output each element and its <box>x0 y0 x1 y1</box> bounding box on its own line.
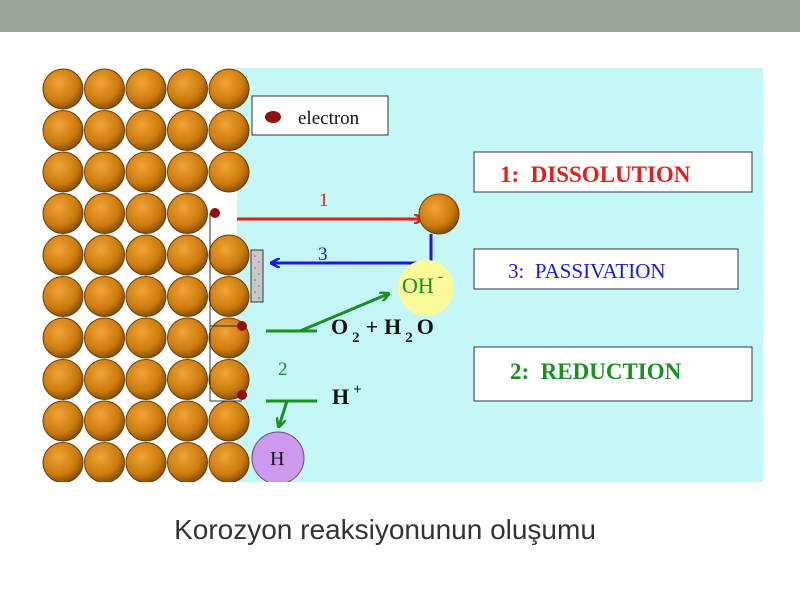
hydrogen-atom <box>251 431 305 482</box>
metal-atom <box>125 193 167 234</box>
electron-dot <box>237 321 247 331</box>
passivation-arrow-number: 3 <box>318 244 328 265</box>
metal-atom <box>125 151 167 193</box>
dissolution-label-box <box>473 151 753 193</box>
legend-electron-icon <box>265 111 281 123</box>
reduction-oxygen-arrow <box>299 294 388 333</box>
metal-atom <box>208 234 250 276</box>
metal-atom <box>42 234 84 276</box>
metal-atom <box>167 193 208 234</box>
metal-atom <box>125 276 167 317</box>
metal-atom <box>84 234 125 276</box>
metal-atom <box>208 151 250 193</box>
metal-atom <box>42 276 84 317</box>
metal-atom <box>167 317 208 359</box>
metal-atom <box>42 400 84 442</box>
metal-atom <box>84 276 125 317</box>
metal-atom <box>84 151 125 193</box>
dissolved-metal-ion <box>418 193 460 235</box>
metal-atom <box>42 193 84 234</box>
metal-atom <box>42 68 84 110</box>
metal-atom <box>125 442 167 482</box>
metal-atom <box>84 193 125 234</box>
metal-atom <box>42 359 84 400</box>
slide-caption: Korozyon reaksiyonunun oluşumu <box>174 514 596 545</box>
passivation-film-dots <box>254 255 260 299</box>
metal-atom <box>42 317 84 359</box>
metal-atom <box>167 400 208 442</box>
metal-atom <box>208 359 250 400</box>
electron-dot <box>237 390 247 400</box>
dissolution-label: 1: DISSOLUTION <box>500 162 691 187</box>
metal-lattice <box>42 68 250 482</box>
metal-atom <box>125 400 167 442</box>
metal-atom <box>167 234 208 276</box>
metal-atom <box>84 317 125 359</box>
metal-atom <box>84 110 125 151</box>
metal-atom <box>125 234 167 276</box>
metal-atom <box>167 359 208 400</box>
hydroxide-ion: OH- <box>402 268 443 298</box>
legend-electron-label: electron <box>298 108 360 129</box>
metal-atom <box>42 442 84 482</box>
metal-atom <box>167 151 208 193</box>
reduction-arrow-number: 2 <box>278 359 288 380</box>
metal-atom <box>84 359 125 400</box>
metal-atom <box>208 110 250 151</box>
dissolution-arrow-number: 1 <box>319 190 329 211</box>
metal-atom <box>84 442 125 482</box>
metal-atom <box>42 110 84 151</box>
hydrogen-atom-label: H <box>270 448 284 470</box>
metal-atom <box>42 151 84 193</box>
metal-atom <box>208 68 250 110</box>
metal-atom <box>125 68 167 110</box>
reduction-label-box <box>473 346 753 402</box>
metal-atom <box>208 442 250 482</box>
electron-dot <box>210 208 220 218</box>
reduction-proton-arrow <box>279 400 289 426</box>
metal-atom <box>125 110 167 151</box>
metal-atom <box>84 400 125 442</box>
reduction-label: 2: REDUCTION <box>510 359 682 384</box>
passivation-label: 3: PASSIVATION <box>508 259 666 283</box>
passivation-label-box <box>473 248 739 290</box>
metal-atom <box>84 68 125 110</box>
passivation-film <box>250 249 264 303</box>
metal-atom <box>125 317 167 359</box>
metal-atom <box>208 400 250 442</box>
metal-atom <box>125 359 167 400</box>
proton: H+ <box>332 382 362 409</box>
hydroxide-ion-glow <box>398 260 454 316</box>
metal-atom <box>167 110 208 151</box>
metal-atom <box>167 276 208 317</box>
metal-atom <box>208 276 250 317</box>
metal-atom <box>167 68 208 110</box>
top-bar <box>0 0 800 32</box>
metal-atom <box>167 442 208 482</box>
